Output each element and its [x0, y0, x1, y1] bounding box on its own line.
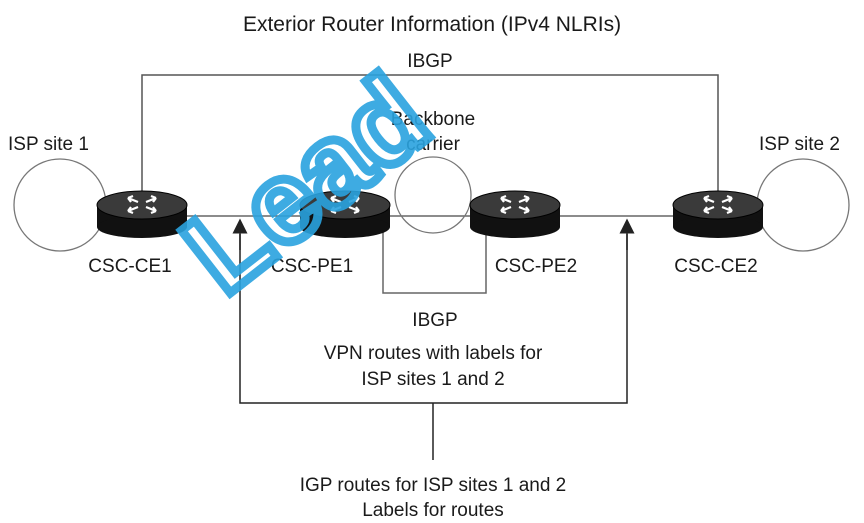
- router-pe2-label: CSC-PE2: [495, 256, 577, 277]
- isp-site-1-label: ISP site 1: [8, 134, 89, 155]
- router-pe2-icon: [469, 190, 561, 238]
- pe-ibgp-link: [382, 230, 487, 294]
- watermark: Lead: [161, 51, 451, 317]
- diagram-title: Exterior Router Information (IPv4 NLRIs): [243, 13, 621, 36]
- router-pe1-icon: [299, 190, 391, 238]
- router-ce2-icon: [672, 190, 764, 238]
- isp-site-2-circle: [756, 158, 850, 252]
- isp-site-1-circle: [13, 158, 107, 252]
- igp-routes-line1: IGP routes for ISP sites 1 and 2: [300, 475, 567, 496]
- backbone-label-line1: Backbone: [391, 109, 476, 130]
- pe-ibgp-label: IBGP: [412, 310, 457, 331]
- router-ce2-label: CSC-CE2: [674, 256, 757, 277]
- router-ce1-label: CSC-CE1: [88, 256, 171, 277]
- vpn-routes-line2: ISP sites 1 and 2: [361, 369, 504, 390]
- top-ibgp-link: [141, 74, 719, 200]
- top-ibgp-label: IBGP: [407, 51, 452, 72]
- router-pe1-label: CSC-PE1: [271, 256, 353, 277]
- vpn-routes-line1: VPN routes with labels for: [324, 343, 543, 364]
- igp-routes-line2: Labels for routes: [362, 500, 504, 521]
- backbone-circle: [394, 156, 472, 234]
- isp-site-2-label: ISP site 2: [759, 134, 840, 155]
- backbone-label-line2: carrier: [406, 134, 461, 155]
- router-ce1-icon: [96, 190, 188, 238]
